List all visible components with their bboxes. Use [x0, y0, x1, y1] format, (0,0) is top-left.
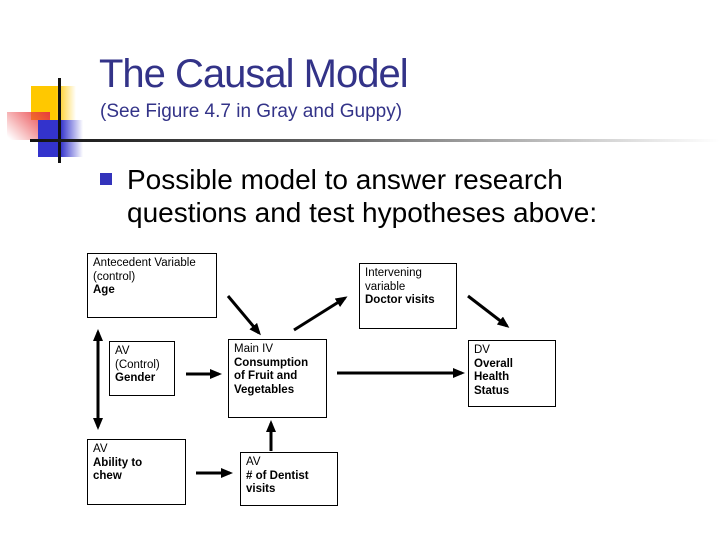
- decor-vertical-line: [58, 78, 61, 163]
- box-text-line: Consumption: [234, 356, 309, 369]
- box-text-line: Antecedent Variable: [93, 257, 196, 269]
- box-text-line: Health: [474, 371, 510, 383]
- box-text-line: of Fruit and: [234, 370, 298, 382]
- box-text-line: Age: [93, 284, 115, 296]
- box-text-line: variable: [365, 280, 406, 293]
- box-text-line: (control): [93, 270, 136, 283]
- box-text-line: AV: [115, 345, 130, 357]
- box-text-line: Intervening: [365, 267, 422, 279]
- box-text-line: Main IV: [234, 343, 273, 355]
- box-text-line: (Control): [115, 358, 160, 371]
- box-av-gender: AV(Control)Gender: [109, 341, 175, 396]
- box-text-line: Ability to: [93, 456, 143, 469]
- bullet-text: Possible model to answer research questi…: [127, 164, 598, 228]
- box-text-line: Doctor visits: [365, 294, 435, 306]
- box-text-line: AV: [93, 443, 108, 455]
- box-text-line: Gender: [115, 372, 156, 384]
- arrow-main-iv-to-intervening: [293, 296, 348, 332]
- box-text-line: # of Dentist: [246, 469, 309, 482]
- title-divider-rule: [30, 139, 720, 142]
- box-text-line: AV: [246, 456, 261, 468]
- box-antecedent-age: Antecedent Variable(control)Age: [87, 253, 217, 318]
- box-text-line: chew: [93, 470, 122, 482]
- box-text-line: Status: [474, 384, 510, 397]
- arrow-intervening-to-dv: [467, 294, 510, 328]
- box-text-line: Vegetables: [234, 383, 295, 396]
- box-text-line: visits: [246, 483, 276, 495]
- bullet-square-icon: [100, 173, 112, 185]
- slide-subtitle: (See Figure 4.7 in Gray and Guppy): [100, 101, 403, 122]
- box-text-line: DV: [474, 344, 490, 356]
- arrow-age-to-main-iv: [226, 295, 261, 336]
- slide-title: The Causal Model: [99, 52, 409, 96]
- box-text-line: Overall: [474, 357, 513, 370]
